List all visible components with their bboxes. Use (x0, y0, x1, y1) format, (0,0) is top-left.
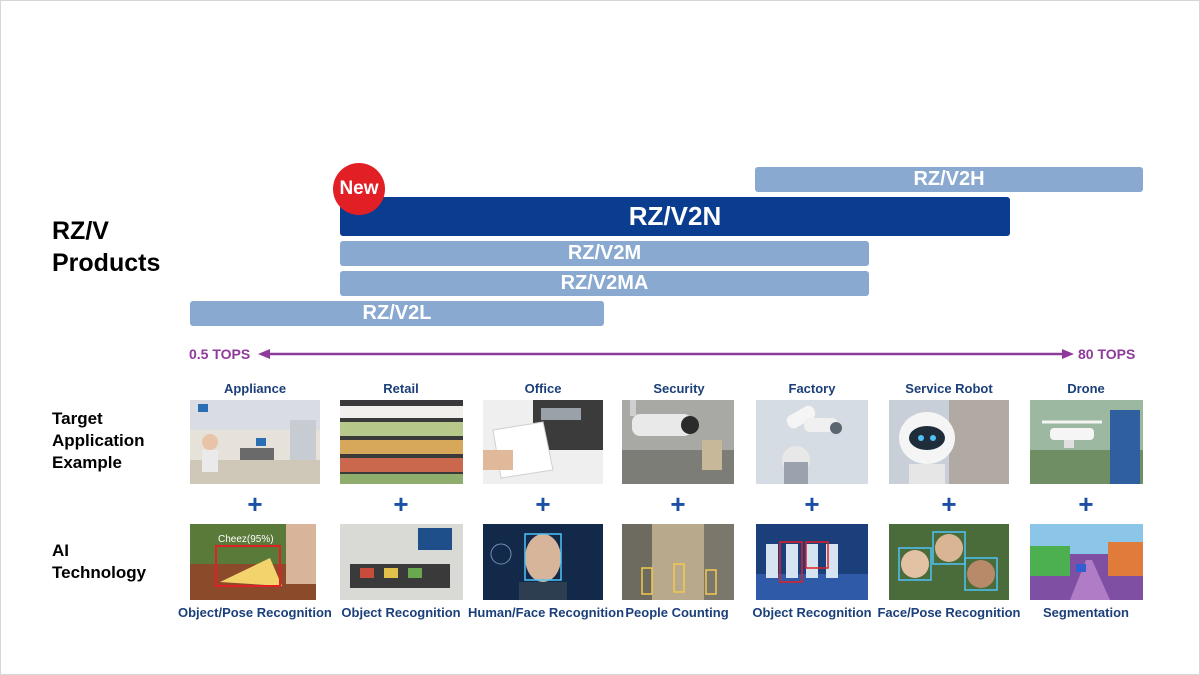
application-title-drone: Drone (1067, 381, 1105, 396)
drone-image (1030, 400, 1143, 484)
plus-sign-drone: + (1078, 489, 1094, 519)
plus-sign-office: + (535, 489, 551, 519)
target-label-line-3: Example (52, 453, 122, 472)
heading-line-2: Products (52, 249, 161, 277)
object-recognition-factory-image (756, 524, 868, 600)
appliance-kitchen-image (190, 400, 320, 484)
target-application-label: Target Application Example (52, 408, 145, 474)
object-pose-recognition-image (190, 524, 316, 600)
ai-label-object-recognition-factory: Object Recognition (752, 605, 872, 620)
office-printer-image (483, 400, 603, 484)
plus-sign-factory: + (804, 489, 820, 519)
ai-label-face-pose-recognition: Face/Pose Recognition (877, 605, 1021, 620)
plus-sign-appliance: + (247, 489, 263, 519)
application-title-factory: Factory (788, 381, 836, 396)
security-camera-image (622, 400, 734, 484)
people-counting-image (622, 524, 734, 600)
application-title-service-robot: Service Robot (905, 381, 993, 396)
tops-scale-arrow (258, 349, 1074, 359)
product-bar-rz-v2ma: RZ/V2MA (340, 271, 869, 296)
ai-label-object-pose-recognition: Object/Pose Recognition (178, 605, 332, 620)
target-label-line-2: Application (52, 431, 145, 450)
human-face-recognition-image (483, 524, 603, 600)
factory-robot-arm-image (756, 400, 868, 484)
application-title-appliance: Appliance (223, 381, 287, 396)
segmentation-image (1030, 524, 1143, 600)
tops-max-label: 80 TOPS (1078, 346, 1136, 362)
ai-label-line-1: AI (52, 541, 69, 560)
ai-label-people-counting: People Counting (625, 605, 729, 620)
heading-line-1: RZ/V (52, 217, 109, 245)
application-title-retail: Retail (383, 381, 419, 396)
ai-label-human-face-recognition: Human/Face Recognition (468, 605, 625, 620)
application-title-security: Security (653, 381, 705, 396)
product-bar-rz-v2h: RZ/V2H (755, 167, 1143, 192)
ai-label-line-2: Technology (52, 563, 147, 582)
detection-overlay-label: Cheez(95%) (218, 534, 274, 545)
plus-sign-service-robot: + (941, 489, 957, 519)
product-bar-rz-v2n: RZ/V2N (340, 197, 1010, 236)
retail-shelf-image (340, 400, 463, 484)
service-robot-image (889, 400, 1009, 484)
plus-sign-retail: + (393, 489, 409, 519)
target-label-line-1: Target (52, 409, 103, 428)
ai-label-segmentation: Segmentation (1043, 605, 1129, 620)
tops-min-label: 0.5 TOPS (189, 346, 251, 362)
ai-technology-label: AI Technology (52, 540, 146, 584)
face-pose-recognition-image (889, 524, 1009, 600)
application-title-office: Office (524, 381, 562, 396)
plus-sign-security: + (670, 489, 686, 519)
product-bar-rz-v2m: RZ/V2M (340, 241, 869, 266)
products-heading: RZ/V Products (52, 215, 160, 279)
new-badge: New (333, 163, 385, 215)
product-bar-rz-v2l: RZ/V2L (190, 301, 604, 326)
ai-label-object-recognition-retail: Object Recognition (341, 605, 461, 620)
object-recognition-retail-image (340, 524, 463, 600)
